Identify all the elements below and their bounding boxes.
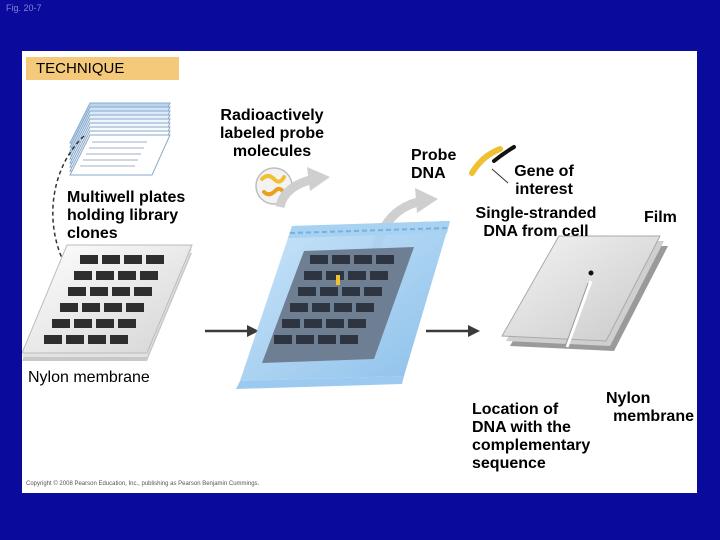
multiwell-line-2: holding library [67,207,179,224]
probe-molecules-label: Radioactively labeled probe molecules [212,107,332,161]
multiwell-line-1: Multiwell plates [67,189,186,206]
probe-dna-icon [469,145,516,176]
single-stranded-line-2: DNA from cell [483,223,589,240]
probe-dna-line-2: DNA [411,165,446,182]
location-line-1: Location of [472,401,559,418]
probe-molecules-line-3: molecules [232,143,312,160]
nylon-right-line-1: Nylon [606,390,651,407]
multiwell-plates-icon [69,102,171,176]
nylon-membrane-left-label: Nylon membrane [25,369,153,387]
gene-line-2: interest [515,181,573,198]
probe-dna-label: Probe DNA [411,147,456,183]
arrow-right-icon [205,325,259,337]
single-stranded-line-1: Single-stranded [475,205,597,222]
technique-label: TECHNIQUE [26,57,179,80]
arrow-right-icon-2 [426,325,480,337]
location-line-4: sequence [472,455,546,472]
gene-of-interest-label: Gene of interest [504,163,584,199]
single-stranded-label: Single-stranded DNA from cell [466,205,606,241]
nylon-membrane-left-icon [22,244,193,361]
figure-panel: TECHNIQUE Radioactively labeled probe mo… [22,51,697,493]
location-label: Location of DNA with the complementary s… [472,401,590,473]
probe-dna-line-1: Probe [411,147,457,164]
nylon-membrane-right-label: Nylon membrane [604,390,694,426]
nylon-right-line-2: membrane [613,408,694,425]
multiwell-line-3: clones [67,225,118,242]
probe-molecules-line-2: labeled probe [219,125,325,142]
location-line-3: complementary [472,437,591,454]
diagram-art [22,102,668,389]
film-label: Film [644,209,677,226]
probe-molecules-line-1: Radioactively [220,107,324,124]
figure-label: Fig. 20-7 [6,3,42,13]
hybridized-spot-icon [588,270,594,276]
gene-pointer-icon [491,168,509,184]
hybridization-bag-icon [236,221,450,389]
film-icon [501,235,668,351]
location-pointer-icon [565,280,593,348]
location-line-2: DNA with the [472,419,571,436]
gene-line-1: Gene of [514,163,574,180]
multiwell-plates-label: Multiwell plates holding library clones [67,189,185,243]
copyright-text: Copyright © 2008 Pearson Education, Inc.… [26,481,260,487]
